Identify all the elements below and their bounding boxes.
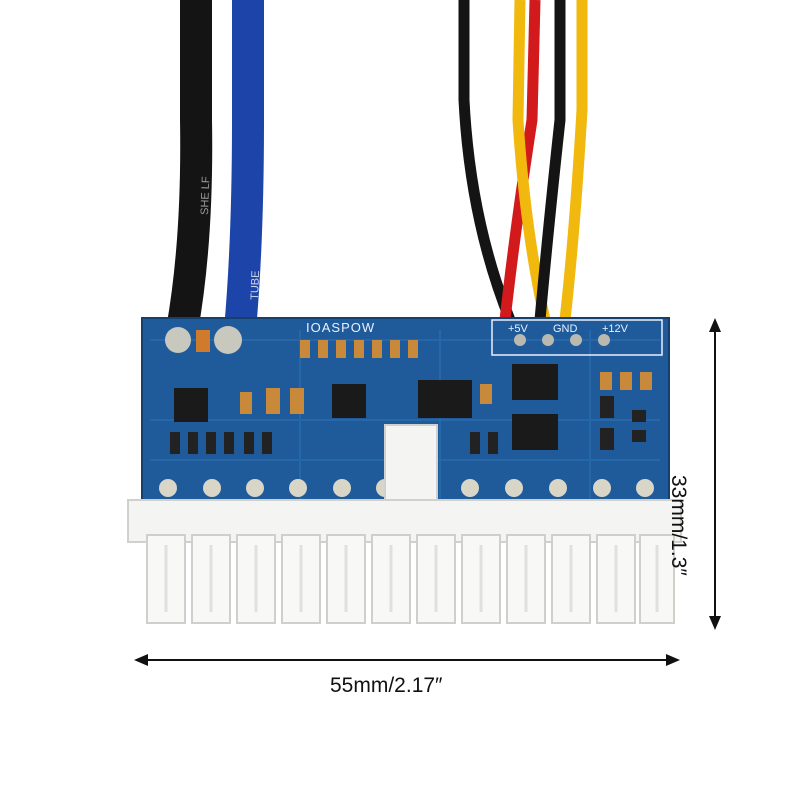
power-chip-2 xyxy=(512,414,558,450)
red-wire xyxy=(499,0,541,321)
controller-chip xyxy=(418,380,472,418)
width-dimension-arrow xyxy=(134,654,680,666)
black-wire-1 xyxy=(458,0,516,323)
power-chip-1 xyxy=(512,364,558,400)
brand-marking: IOASPOW xyxy=(306,320,375,335)
power-input-cables: SHE LF TUBE xyxy=(166,0,264,333)
mosfet-chip-1 xyxy=(174,388,208,422)
molex-wires xyxy=(458,0,588,323)
width-dimension-label: 55mm/2.17″ xyxy=(330,674,443,697)
header-label-gnd: GND xyxy=(553,323,578,335)
height-dimension-arrow xyxy=(709,318,721,630)
header-label-5v: +5V xyxy=(508,323,529,335)
blue-input-cable xyxy=(224,0,264,332)
black-wire-2 xyxy=(534,0,566,321)
header-label-12v: +12V xyxy=(602,323,629,335)
connector-pins xyxy=(146,534,675,624)
cable-print-2: TUBE xyxy=(249,270,262,300)
yellow-wire-2 xyxy=(559,0,588,321)
mosfet-chip-2 xyxy=(332,384,366,418)
header-outline xyxy=(491,319,663,356)
height-dimension-label: 33mm/1.3″ xyxy=(667,475,690,576)
atx-connector xyxy=(127,424,682,624)
black-input-cable xyxy=(166,0,213,333)
cable-print-1: SHE LF xyxy=(199,176,212,215)
